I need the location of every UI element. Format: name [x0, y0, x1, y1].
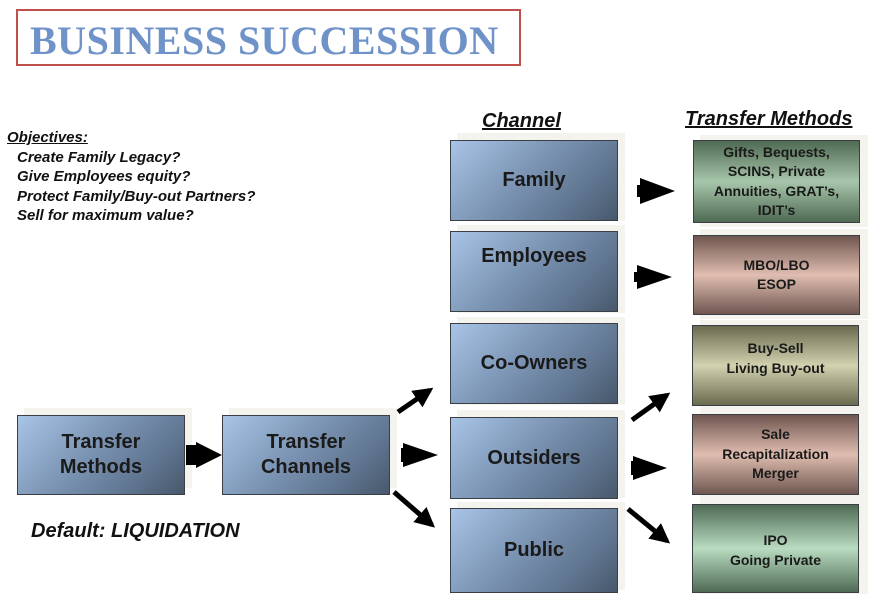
arrow-diagonal-up-icon — [630, 392, 671, 423]
title-box: BUSINESS SUCCESSION — [16, 9, 521, 66]
node-label-line: Channels — [260, 456, 352, 478]
objective-item: Give Employees equity? — [17, 168, 191, 185]
method-line: Sale — [761, 426, 790, 443]
channel-family: Family — [450, 140, 618, 221]
channel-header: Channel — [482, 110, 561, 132]
channel-label: Employees — [481, 245, 587, 267]
method-public: IPO Going Private — [692, 504, 859, 593]
arrow-right-icon — [186, 442, 222, 468]
method-line: Living Buy-out — [726, 359, 825, 376]
arrow-right-icon — [401, 443, 438, 467]
node-label-line: Transfer — [266, 431, 346, 453]
channel-outsiders: Outsiders — [450, 417, 618, 499]
channel-public: Public — [450, 508, 618, 593]
method-line: Annuities, GRAT’s, — [713, 182, 840, 199]
objective-item: Sell for maximum value? — [17, 207, 194, 224]
method-line: SCINS, Private — [727, 163, 826, 179]
method-line: Recapitalization — [722, 445, 829, 462]
method-employees: MBO/LBO ESOP — [693, 235, 860, 315]
objectives-block: Objectives: Create Family Legacy? Give E… — [7, 128, 255, 226]
arrow-right-icon — [631, 456, 667, 480]
method-line: Buy-Sell — [747, 340, 804, 356]
transfer-methods-header: Transfer Methods — [685, 108, 853, 130]
method-line: Going Private — [729, 551, 822, 568]
arrow-diagonal-up-icon — [396, 387, 434, 415]
method-line: MBO/LBO — [743, 256, 810, 273]
arrow-diagonal-down-icon — [392, 490, 436, 528]
page-title: BUSINESS SUCCESSION — [30, 18, 499, 63]
method-line: IPO — [763, 532, 788, 548]
arrow-diagonal-down-icon — [626, 507, 671, 544]
node-label-line: Methods — [59, 456, 143, 478]
channel-label: Outsiders — [487, 446, 581, 469]
arrow-right-icon — [637, 178, 675, 204]
default-note: Default: LIQUIDATION — [31, 520, 240, 542]
channel-co-owners: Co-Owners — [450, 323, 618, 404]
arrow-right-icon — [634, 265, 672, 289]
method-line: Gifts, Bequests, — [723, 143, 830, 160]
method-line: Merger — [752, 465, 799, 482]
channel-employees: Employees — [450, 231, 618, 312]
channel-label: Public — [503, 539, 564, 561]
objective-item: Create Family Legacy? — [17, 148, 181, 166]
method-line: ESOP — [757, 276, 796, 292]
channel-label: Co-Owners — [480, 352, 588, 374]
method-line: IDIT’s — [757, 202, 796, 218]
node-label-line: Transfer — [61, 431, 141, 453]
objective-item: Protect Family/Buy-out Partners? — [17, 187, 256, 205]
objectives-heading: Objectives: — [7, 129, 88, 146]
channel-label: Family — [502, 169, 566, 191]
